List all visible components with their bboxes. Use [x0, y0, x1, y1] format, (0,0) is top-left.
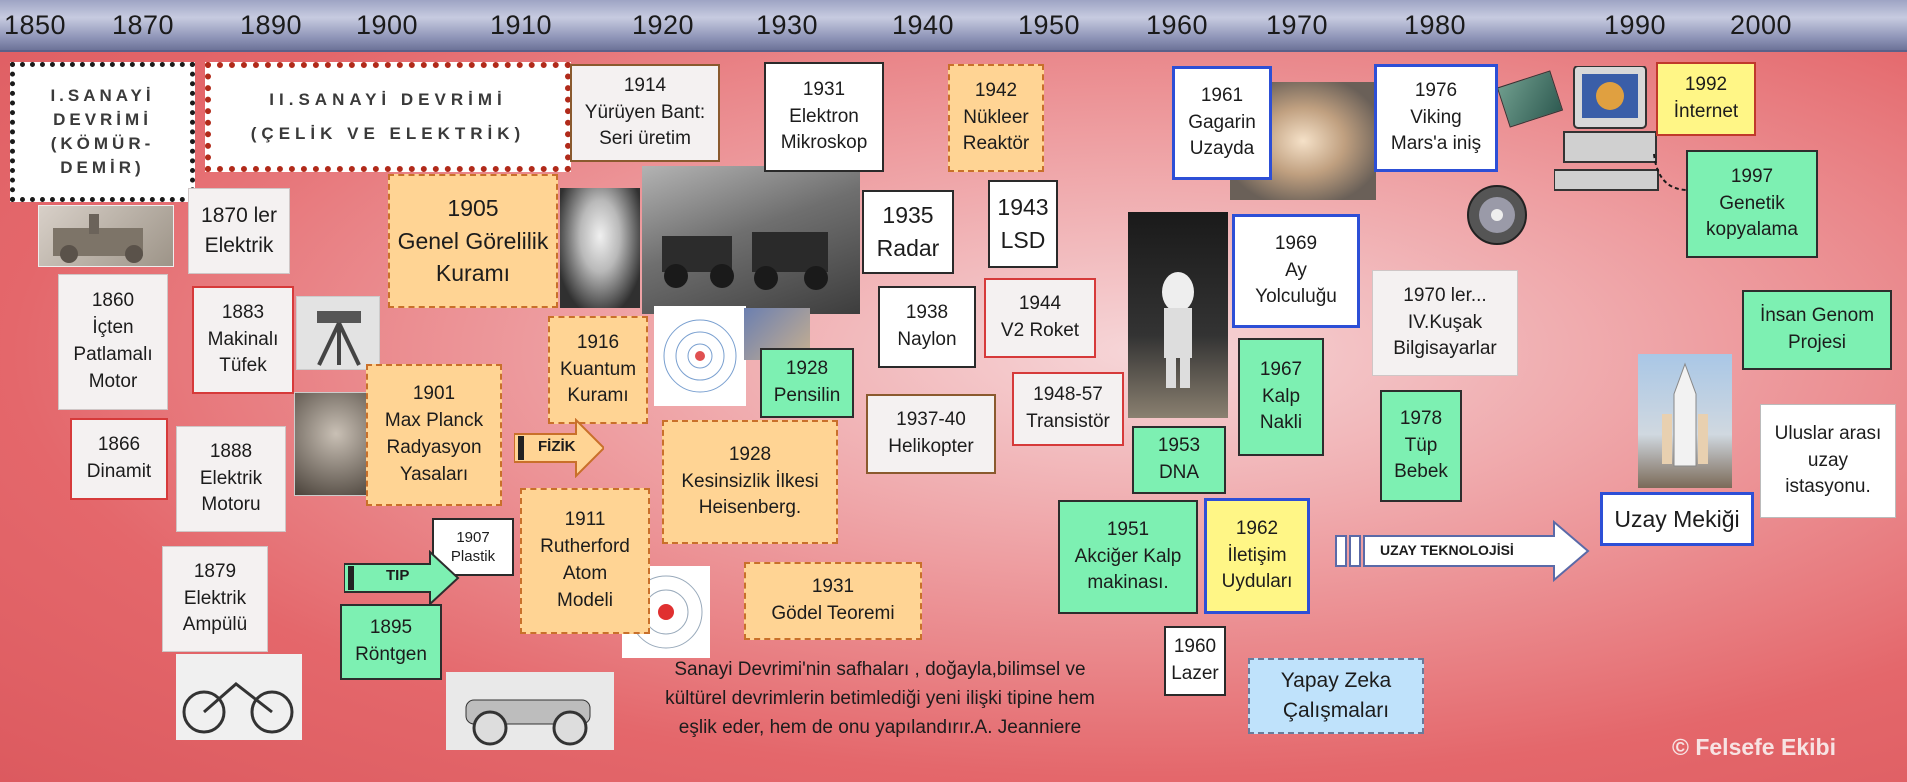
- computer-icon: [1553, 65, 1664, 214]
- space-technology-arrow-label: UZAY TEKNOLOJİSİ: [1380, 542, 1514, 558]
- quantum-diagram: [654, 306, 746, 406]
- cd-icon: [1466, 184, 1528, 246]
- machine-gun-image: [296, 296, 380, 370]
- year-label: 1890: [240, 10, 303, 40]
- early-car-image: [176, 654, 302, 740]
- computer-callout-connector: [1653, 153, 1689, 191]
- year-label: 1870: [112, 10, 175, 40]
- max-planck-portrait: [294, 392, 378, 496]
- engine-image: [38, 205, 174, 267]
- physics-arrow: FİZİK: [514, 418, 604, 478]
- space-shuttle-photo: [1638, 354, 1732, 488]
- quote-text: Sanayi Devrimi'nin safhaları , doğayla,b…: [665, 659, 1095, 738]
- era-second-industrial-revolution: II.SANAYİ DEVRİMİ(ÇELİK VE ELEKTRİK): [205, 62, 571, 172]
- copyright-label: © Felsefe Ekibi: [1672, 734, 1836, 760]
- year-label: 1940: [892, 10, 955, 40]
- moon-landing-photo: [1128, 212, 1228, 418]
- year-label: 1970: [1266, 10, 1329, 40]
- year-label: 1920: [632, 10, 695, 40]
- assembly-line-photo: [642, 166, 860, 314]
- year-label: 1950: [1018, 10, 1081, 40]
- year-label: 1980: [1404, 10, 1467, 40]
- timeline-year-bar: 1850 1870 1890 1900 1910 1920 1930 1940 …: [0, 0, 1907, 52]
- physics-arrow-label: FİZİK: [538, 438, 576, 455]
- year-label: 1910: [490, 10, 553, 40]
- year-label: 1990: [1604, 10, 1667, 40]
- year-label: 1850: [4, 10, 67, 40]
- year-label: 2000: [1730, 10, 1793, 40]
- year-label: 1900: [356, 10, 419, 40]
- einstein-portrait: [560, 188, 640, 308]
- event-space-shuttle: Uzay Mekiği: [1600, 492, 1754, 546]
- year-label: 1930: [756, 10, 819, 40]
- medicine-arrow-label: TIP: [386, 567, 410, 584]
- vintage-car-image: [446, 672, 614, 750]
- medicine-arrow: TIP: [344, 550, 460, 606]
- year-label: 1960: [1146, 10, 1209, 40]
- space-technology-arrow: UZAY TEKNOLOJİSİ: [1334, 518, 1592, 584]
